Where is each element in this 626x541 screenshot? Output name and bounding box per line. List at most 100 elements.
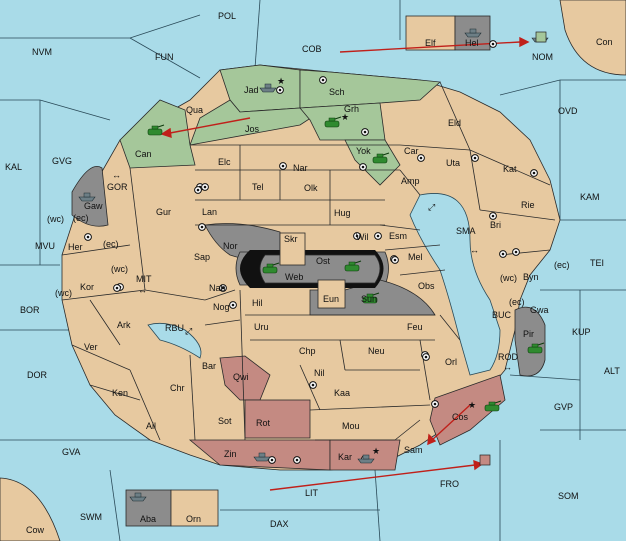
territory-label-nab[interactable]: Nab xyxy=(209,283,226,293)
territory-label-skr[interactable]: Skr xyxy=(284,234,298,244)
army-unit-3[interactable] xyxy=(372,152,390,164)
territory-label-gwa[interactable]: Gwa xyxy=(530,305,549,315)
fleet-unit-3[interactable] xyxy=(253,452,271,462)
cos-region[interactable] xyxy=(429,374,506,446)
territory-label-obs[interactable]: Obs xyxy=(418,281,435,291)
sea-label-som[interactable]: SOM xyxy=(558,491,579,501)
sea-label-kal[interactable]: KAL xyxy=(5,162,22,172)
territory-label-pir[interactable]: Pir xyxy=(523,329,534,339)
territory-label-can[interactable]: Can xyxy=(135,149,152,159)
territory-label-uru[interactable]: Uru xyxy=(254,322,269,332)
territory-label-lan[interactable]: Lan xyxy=(202,207,217,217)
territory-label-olk[interactable]: Olk xyxy=(304,183,318,193)
territory-label-sot[interactable]: Sot xyxy=(218,416,232,426)
sea-label-lit[interactable]: LIT xyxy=(305,488,319,498)
territory-label-rot[interactable]: Rot xyxy=(256,418,271,428)
territory-label-sam[interactable]: Sam xyxy=(404,445,423,455)
territory-label-sch[interactable]: Sch xyxy=(329,87,345,97)
territory-label-ark[interactable]: Ark xyxy=(117,320,131,330)
territory-label-byn[interactable]: Byn xyxy=(523,272,539,282)
army-unit-1[interactable] xyxy=(147,124,165,136)
army-unit-4[interactable] xyxy=(262,262,280,274)
territory-label-wil[interactable]: Wil xyxy=(356,232,369,242)
territory-label-hug[interactable]: Hug xyxy=(334,208,351,218)
territory-label-eld[interactable]: Eld xyxy=(448,118,461,128)
territory-label-hil[interactable]: Hil xyxy=(252,298,263,308)
coast-label-7[interactable]: (wc) xyxy=(500,273,517,283)
territory-label-kat[interactable]: Kat xyxy=(503,164,517,174)
army-unit-5[interactable] xyxy=(344,260,362,272)
territory-label-qua[interactable]: Qua xyxy=(186,105,203,115)
sea-label-rbu[interactable]: RBU xyxy=(165,323,184,333)
territory-label-gur[interactable]: Gur xyxy=(156,207,171,217)
sea-label-cob[interactable]: COB xyxy=(302,44,322,54)
sea-label-fun[interactable]: FUN xyxy=(155,52,174,62)
sea-label-rod[interactable]: ROD xyxy=(498,352,519,362)
territory-label-jad[interactable]: Jad xyxy=(244,85,259,95)
army-unit-8[interactable] xyxy=(484,400,502,412)
sea-label-cow[interactable]: Cow xyxy=(26,525,45,535)
skr-region[interactable] xyxy=(279,232,306,266)
territory-label-orl[interactable]: Orl xyxy=(445,357,457,367)
jos-region[interactable] xyxy=(189,99,322,146)
territory-label-bar[interactable]: Bar xyxy=(202,361,216,371)
pir-region[interactable] xyxy=(514,306,546,377)
coast-label-3[interactable]: (ec) xyxy=(103,239,119,249)
yok-region[interactable] xyxy=(344,139,401,186)
territory-label-ail[interactable]: Ail xyxy=(146,421,156,431)
army-unit-7[interactable] xyxy=(527,342,545,354)
territory-label-mel[interactable]: Mel xyxy=(408,252,423,262)
coast-label-6[interactable]: (ec) xyxy=(554,260,570,270)
territory-label-nor[interactable]: Nor xyxy=(223,241,238,251)
territory-label-nar[interactable]: Nar xyxy=(293,163,308,173)
sea-label-sma[interactable]: SMA xyxy=(456,226,476,236)
fleet-unit-4[interactable] xyxy=(357,454,375,464)
sea-label-gva[interactable]: GVA xyxy=(62,447,80,457)
sea-label-kup[interactable]: KUP xyxy=(572,327,591,337)
sea-label-mvu[interactable]: MVU xyxy=(35,241,55,251)
territory-label-hel[interactable]: Hel xyxy=(465,38,479,48)
sea-label-gvg[interactable]: GVG xyxy=(52,156,72,166)
sea-label-gvp[interactable]: GVP xyxy=(554,402,573,412)
territory-label-amp[interactable]: Amp xyxy=(401,176,420,186)
territory-label-eun[interactable]: Eun xyxy=(323,294,339,304)
coast-label-1[interactable]: (wc) xyxy=(47,214,64,224)
fleet-unit-6[interactable] xyxy=(78,192,96,202)
sea-label-dor[interactable]: DOR xyxy=(27,370,48,380)
con-territory[interactable] xyxy=(559,0,626,76)
sea-label-kam[interactable]: KAM xyxy=(580,192,600,202)
fleet-unit-5[interactable] xyxy=(129,492,147,502)
territory-label-elc[interactable]: Elc xyxy=(218,157,231,167)
territory-label-sun[interactable]: Sun xyxy=(361,294,377,304)
army-unit-2[interactable] xyxy=(324,116,342,128)
sea-label-nom[interactable]: NOM xyxy=(532,52,553,62)
territory-label-nog[interactable]: Nog xyxy=(213,302,230,312)
coast-label-4[interactable]: (wc) xyxy=(111,264,128,274)
territory-label-feu[interactable]: Feu xyxy=(407,322,423,332)
orn-territory[interactable] xyxy=(170,489,219,527)
sea-label-mit[interactable]: MIT xyxy=(136,274,152,284)
inner-sea-lagoon[interactable] xyxy=(409,193,501,376)
sea-label-swm[interactable]: SWM xyxy=(80,512,102,522)
territory-label-neu[interactable]: Neu xyxy=(368,346,385,356)
coast-label-8[interactable]: (ec) xyxy=(509,297,525,307)
army-unit-6[interactable] xyxy=(362,292,380,304)
territory-label-kor[interactable]: Kor xyxy=(80,282,94,292)
sea-label-con[interactable]: Con xyxy=(596,37,613,47)
territory-label-zin[interactable]: Zin xyxy=(224,449,237,459)
territory-label-qwi[interactable]: Qwi xyxy=(233,372,249,382)
territory-label-kar[interactable]: Kar xyxy=(338,452,352,462)
territory-label-sap[interactable]: Sap xyxy=(194,252,210,262)
territory-label-bri[interactable]: Bri xyxy=(490,220,501,230)
territory-label-ost[interactable]: Ost xyxy=(316,256,331,266)
territory-label-kaa[interactable]: Kaa xyxy=(334,388,350,398)
territory-label-her[interactable]: Her xyxy=(68,242,83,252)
territory-label-rie[interactable]: Rie xyxy=(521,200,535,210)
coast-label-2[interactable]: (ec) xyxy=(73,213,89,223)
eun-region[interactable] xyxy=(317,279,346,309)
territory-label-yok[interactable]: Yok xyxy=(356,146,371,156)
sea-label-fro[interactable]: FRO xyxy=(440,479,459,489)
sea-label-pol[interactable]: POL xyxy=(218,11,236,21)
territory-label-grh[interactable]: Grh xyxy=(344,104,359,114)
